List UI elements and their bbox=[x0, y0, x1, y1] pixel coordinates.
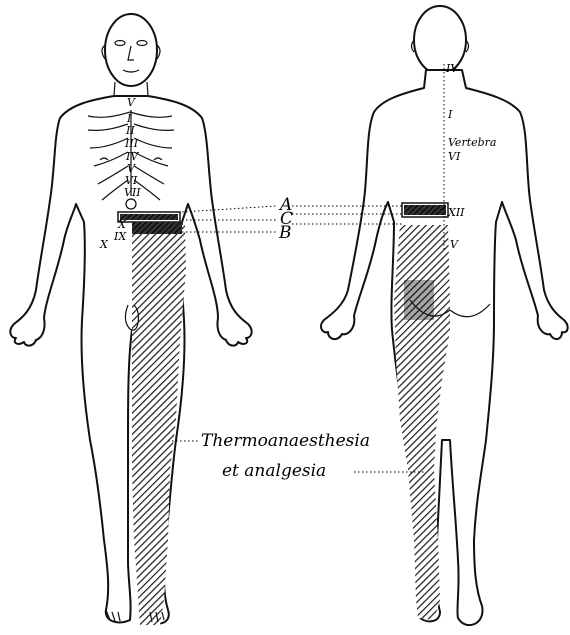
back-seg-3: Vertebra bbox=[448, 136, 497, 149]
label-analgesia: et analgesia bbox=[222, 461, 326, 481]
front-navel bbox=[126, 199, 136, 209]
back-seg-1: IV bbox=[445, 62, 459, 75]
front-seg-10: IX bbox=[113, 230, 127, 243]
label-b: B bbox=[278, 223, 292, 243]
front-seg-8: VII bbox=[124, 186, 141, 199]
front-seg-11: X bbox=[99, 238, 109, 251]
back-seg-6: V bbox=[450, 238, 459, 251]
label-thermoanaesthesia: Thermoanaesthesia bbox=[201, 431, 370, 451]
back-seg-5: XII bbox=[447, 206, 465, 219]
front-band-b bbox=[132, 222, 182, 234]
front-seg-3: II bbox=[125, 124, 135, 137]
back-seg-4: VI bbox=[448, 150, 461, 163]
front-seg-4: III bbox=[124, 137, 139, 150]
front-head bbox=[105, 14, 157, 86]
front-seg-1: V bbox=[127, 96, 136, 109]
back-figure bbox=[321, 6, 568, 630]
back-seg-2: I bbox=[447, 108, 453, 121]
